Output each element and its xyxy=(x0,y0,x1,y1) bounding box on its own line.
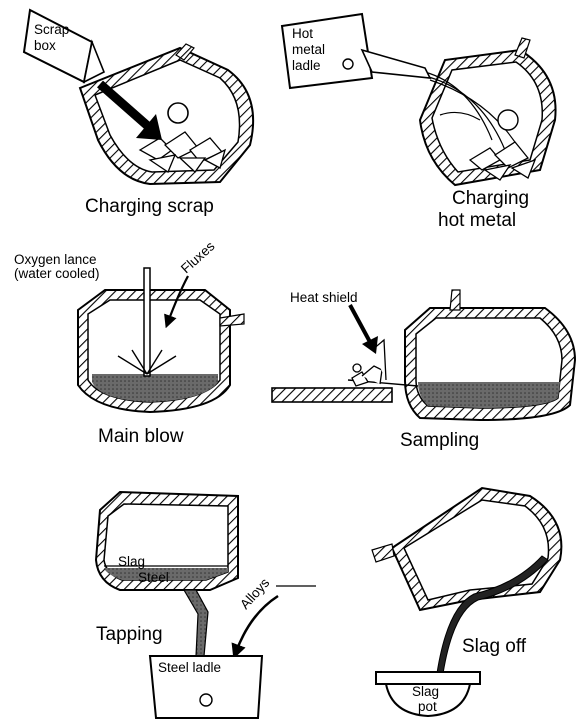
panel-slag-off: Slag pot Slag off xyxy=(372,488,561,716)
converter-vessel xyxy=(405,290,575,420)
caption-charging-scrap: Charging scrap xyxy=(85,196,214,217)
ladle-label-line2: metal xyxy=(292,42,325,57)
lance-label-line2: (water cooled) xyxy=(14,266,100,281)
slag-pot-label-line2: pot xyxy=(418,699,437,714)
fluxes-label: Fluxes xyxy=(178,238,218,276)
slag-pot-label-line1: Slag xyxy=(412,684,439,699)
scrap-box: Scrap box xyxy=(24,10,104,82)
ladle-label-line1: Hot xyxy=(292,26,313,41)
slag-label: Slag xyxy=(118,554,145,569)
caption-tapping: Tapping xyxy=(96,624,163,645)
caption-charging-line1: Charging xyxy=(452,188,529,209)
caption-main-blow: Main blow xyxy=(98,426,184,447)
ladle-trunnion-icon xyxy=(343,59,353,69)
alloys-label: Alloys xyxy=(237,575,272,612)
ladle-trunnion-icon xyxy=(200,694,212,706)
panel-charging-scrap: Scrap box Charging scrap xyxy=(24,10,253,217)
heat-shield-arrow-icon xyxy=(350,305,370,342)
ladle-label-line3: ladle xyxy=(292,58,321,73)
steel-ladle-label: Steel ladle xyxy=(158,660,221,675)
scrap-box-label-line1: Scrap xyxy=(34,22,69,37)
tuyere-opening-icon xyxy=(498,110,518,130)
caption-charging-line2: hot metal xyxy=(438,210,516,231)
working-platform xyxy=(272,388,392,402)
heat-shield-label: Heat shield xyxy=(290,290,358,305)
hot-metal-ladle: Hot metal ladle xyxy=(282,14,430,88)
lance-label-line1: Oxygen lance xyxy=(14,252,97,267)
panel-tapping: Slag Steel Alloys Steel ladle Tapping xyxy=(96,492,316,718)
caption-slag-off: Slag off xyxy=(462,636,527,657)
panel-sampling: Heat shield Sampling xyxy=(272,290,575,451)
tap-stream xyxy=(184,590,208,656)
scrap-box-label-line2: box xyxy=(34,38,56,53)
converter-vessel xyxy=(372,488,561,610)
steel-label: Steel xyxy=(138,570,169,585)
panel-charging-hot-metal: Hot metal ladle Charging hot metal xyxy=(282,14,556,231)
caption-sampling: Sampling xyxy=(400,430,479,451)
steel-bath xyxy=(418,382,560,408)
tuyere-opening-icon xyxy=(168,103,188,123)
panel-main-blow: Oxygen lance (water cooled) Fluxes Main … xyxy=(14,238,244,447)
